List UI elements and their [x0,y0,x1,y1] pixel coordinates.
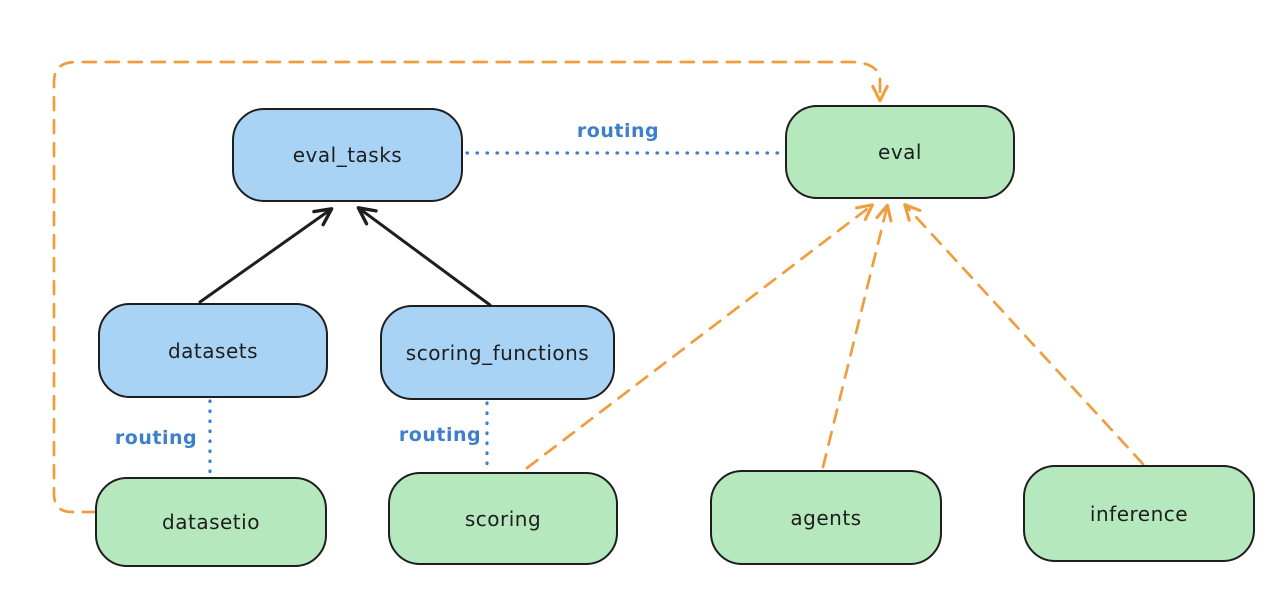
edge-scoring-to-eval [525,203,874,470]
node-scoring: scoring [388,472,618,565]
node-datasets: datasets [98,303,328,398]
node-eval-label: eval [878,140,922,164]
edge-label-routing-eval_tasks-eval: routing [576,120,660,142]
node-agents: agents [710,470,942,565]
edge-label-routing-datasets-datasetio: routing [114,427,198,449]
node-eval: eval [785,105,1015,199]
node-inference: inference [1023,465,1255,562]
edge-datasets-to-eval_tasks [198,207,334,304]
node-eval_tasks: eval_tasks [232,108,463,202]
edge-agents-to-eval [821,203,893,469]
node-scoring-label: scoring [464,506,542,531]
edge-datasetio-to-eval [52,60,889,514]
node-scoring_functions: scoring_functions [380,305,615,400]
edge-label-routing-scoring_functions-scoring: routing [398,424,482,446]
node-datasets-label: datasets [167,338,259,363]
node-eval_tasks-label: eval_tasks [292,143,403,167]
node-datasetio: datasetio [95,477,327,567]
node-scoring_functions-label: scoring_functions [405,340,590,365]
edge-scoring_functions-to-eval_tasks [356,206,492,307]
node-datasetio-label: datasetio [162,510,260,534]
node-agents-label: agents [790,505,862,530]
node-inference-label: inference [1089,501,1189,526]
edge-inference-to-eval [903,203,1145,466]
